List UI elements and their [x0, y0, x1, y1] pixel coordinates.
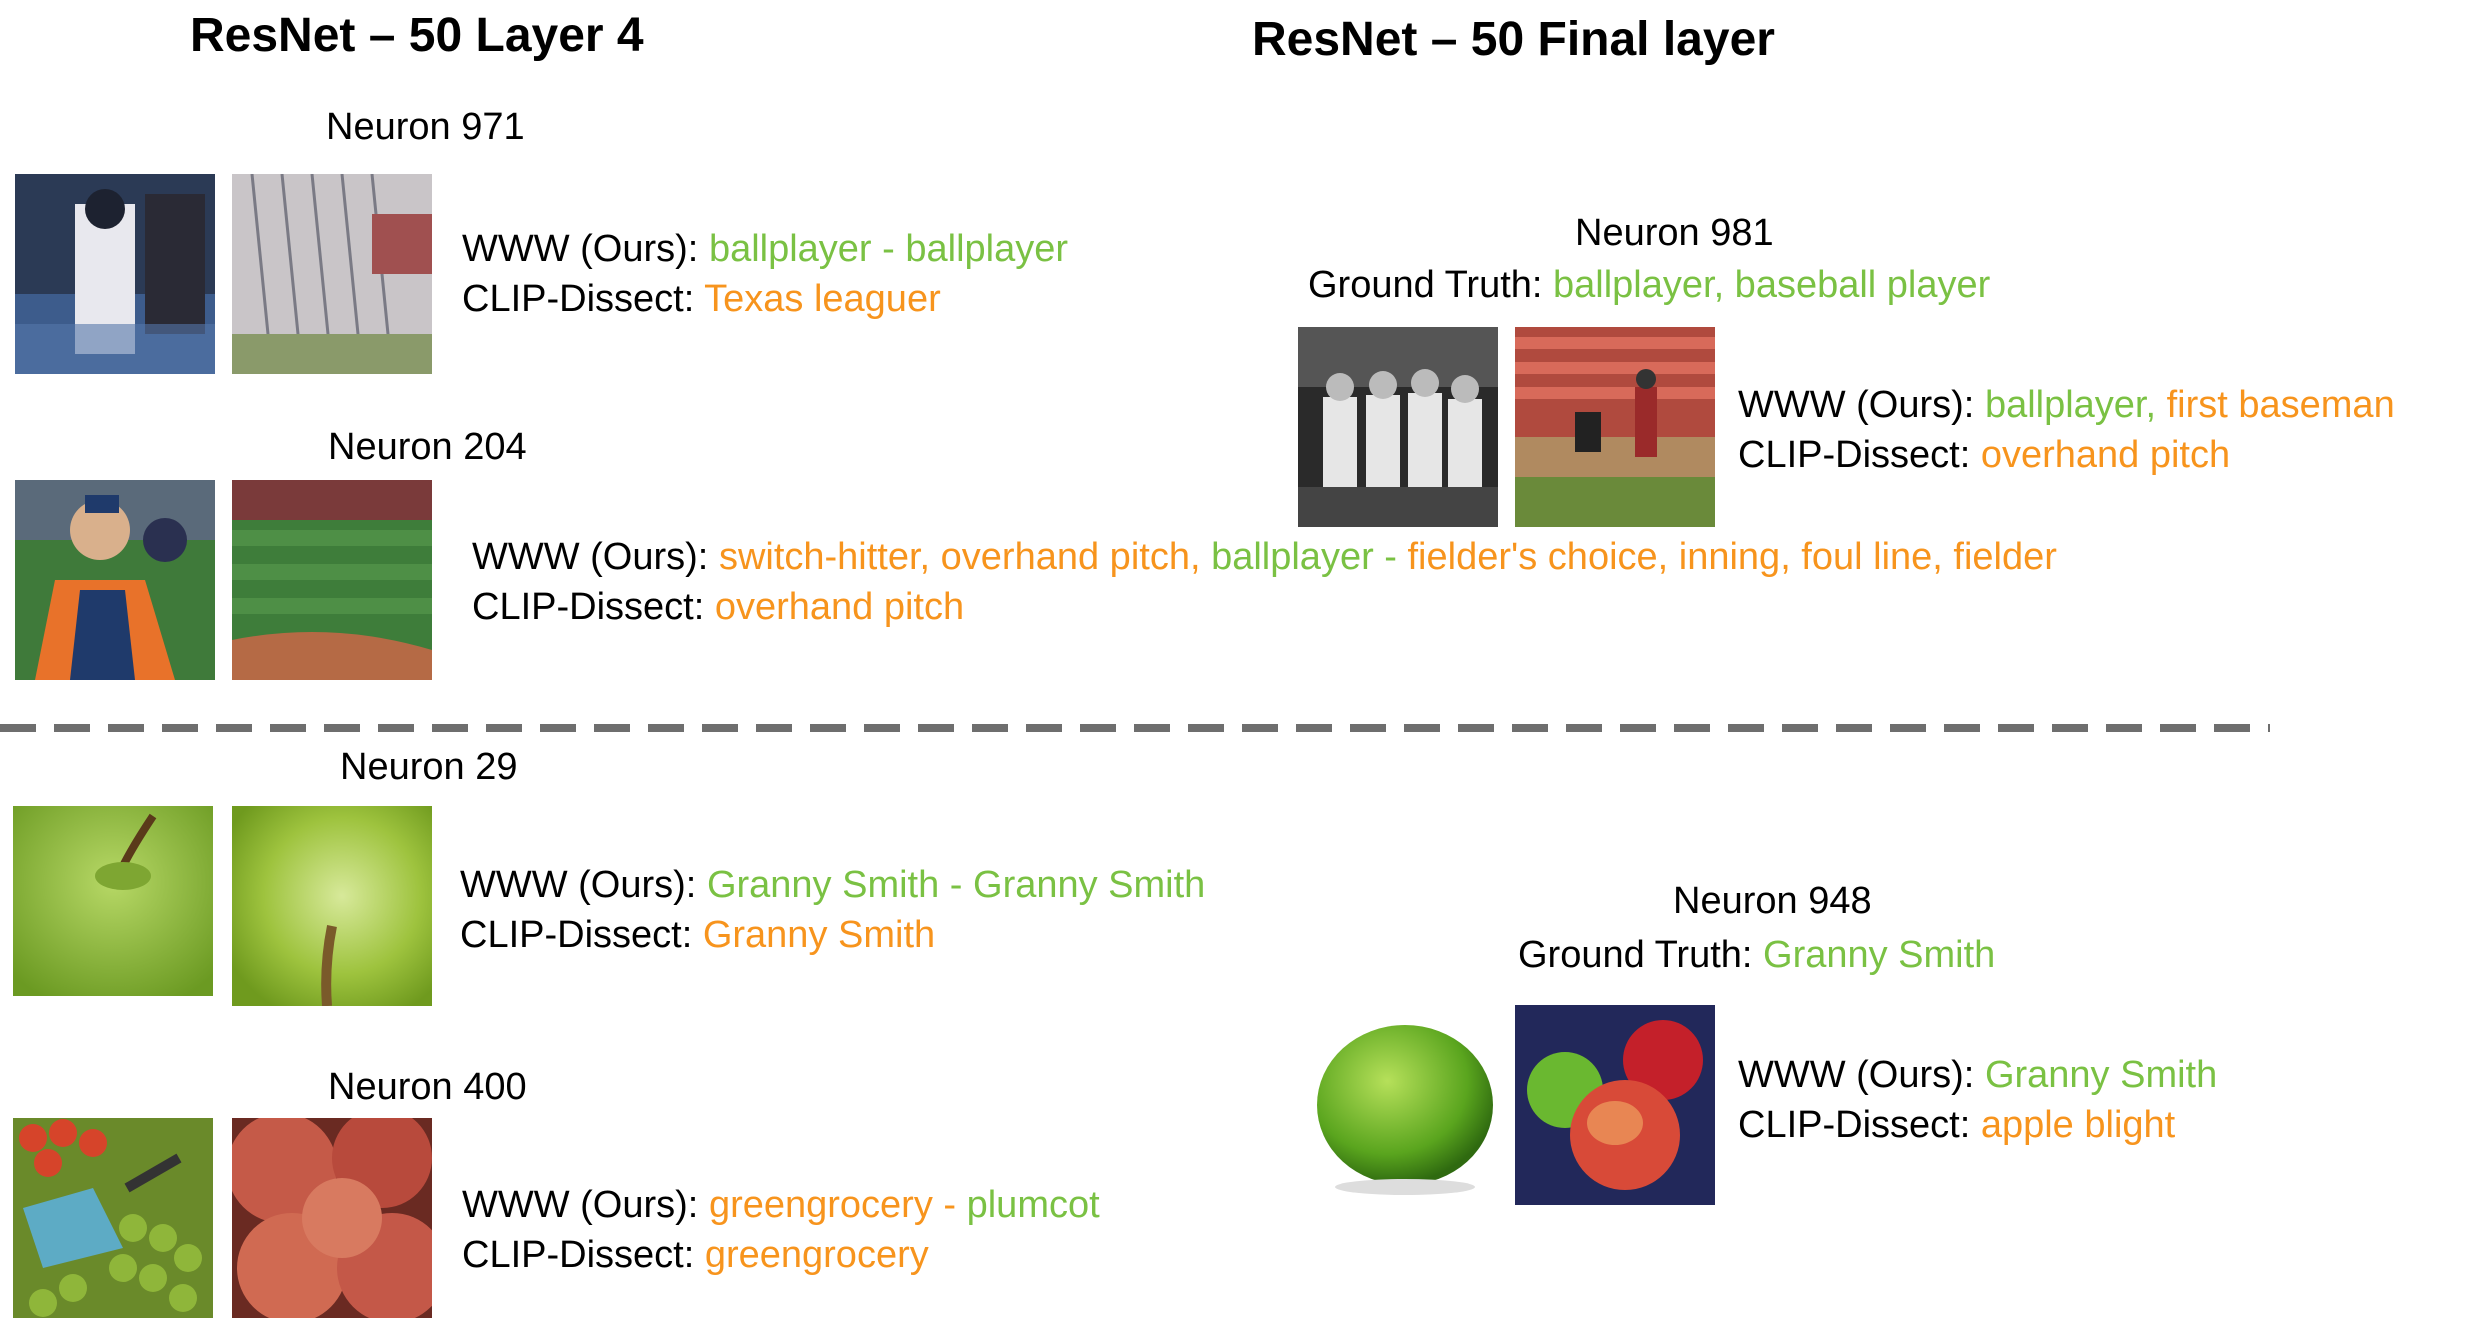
neuron-400-clip-text: greengrocery: [704, 1234, 929, 1276]
neuron-981-ground-truth-text: ballplayer, baseball player: [1553, 264, 1991, 306]
neuron-948-clip: CLIP-Dissect: apple blight: [1738, 1100, 2175, 1150]
neuron-948-image-2: [1515, 1005, 1715, 1205]
neuron-29-www-text: Granny Smith - Granny Smith: [706, 864, 1206, 906]
neuron-948-ground-truth-text: Granny Smith: [1763, 934, 1996, 976]
neuron-29-clip-text: Granny Smith: [702, 914, 936, 956]
heading-layer4: ResNet – 50 Layer 4: [190, 9, 644, 62]
neuron-400-clip: CLIP-Dissect: greengrocery: [462, 1230, 929, 1280]
neuron-981-image-2: [1515, 327, 1715, 527]
neuron-948-clip-text: apple blight: [1980, 1104, 2176, 1146]
neuron-400-image-1: [13, 1118, 213, 1318]
ground-truth-label: Ground Truth:: [1518, 934, 1764, 976]
neuron-981-www-text-1: ballplayer,: [1984, 384, 2167, 426]
clip-label: CLIP-Dissect:: [462, 1234, 705, 1276]
neuron-204-www-text-2: ballplayer -: [1211, 536, 1408, 578]
neuron-204-image-2: [232, 480, 432, 680]
neuron-981-title: Neuron 981: [1575, 212, 1774, 254]
neuron-971-clip: CLIP-Dissect: Texas leaguer: [462, 274, 941, 324]
neuron-204-www: WWW (Ours): switch-hitter, overhand pitc…: [472, 532, 2057, 582]
neuron-29-clip: CLIP-Dissect: Granny Smith: [460, 910, 935, 960]
neuron-948-www-text: Granny Smith: [1984, 1054, 2218, 1096]
neuron-971-image-1: [15, 174, 215, 374]
neuron-971-title: Neuron 971: [326, 106, 525, 148]
neuron-400-www: WWW (Ours): greengrocery - plumcot: [462, 1180, 1100, 1230]
neuron-204-www-text-3: fielder's choice, inning, foul line, fie…: [1407, 536, 2057, 578]
neuron-400-image-2: [232, 1118, 432, 1318]
neuron-948-image-1: [1305, 1005, 1505, 1205]
clip-label: CLIP-Dissect:: [462, 278, 705, 320]
clip-label: CLIP-Dissect:: [460, 914, 703, 956]
neuron-400-www-text-2: plumcot: [966, 1184, 1100, 1226]
neuron-971-www: WWW (Ours): ballplayer - ballplayer: [462, 224, 1068, 274]
neuron-948-title: Neuron 948: [1673, 880, 1872, 922]
neuron-971-clip-text: Texas leaguer: [704, 278, 941, 320]
www-label: WWW (Ours):: [462, 228, 709, 270]
clip-label: CLIP-Dissect:: [1738, 434, 1981, 476]
neuron-948-ground-truth: Ground Truth: Granny Smith: [1518, 930, 1995, 980]
neuron-29-title: Neuron 29: [340, 746, 518, 788]
neuron-204-image-1: [15, 480, 215, 680]
neuron-204-clip: CLIP-Dissect: overhand pitch: [472, 582, 964, 632]
neuron-204-title: Neuron 204: [328, 426, 527, 468]
neuron-400-title: Neuron 400: [328, 1066, 527, 1108]
www-label: WWW (Ours):: [460, 864, 707, 906]
neuron-29-www: WWW (Ours): Granny Smith - Granny Smith: [460, 860, 1205, 910]
neuron-981-www: WWW (Ours): ballplayer, first baseman: [1738, 380, 2395, 430]
neuron-981-image-1: [1298, 327, 1498, 527]
www-label: WWW (Ours):: [472, 536, 719, 578]
section-divider: [0, 724, 2270, 732]
neuron-29-image-1: [13, 806, 213, 1006]
neuron-204-www-text-1: switch-hitter, overhand pitch,: [718, 536, 1212, 578]
heading-final-layer: ResNet – 50 Final layer: [1252, 13, 1775, 66]
www-label: WWW (Ours):: [1738, 384, 1985, 426]
neuron-204-clip-text: overhand pitch: [714, 586, 965, 628]
neuron-400-www-text-1: greengrocery -: [708, 1184, 967, 1226]
clip-label: CLIP-Dissect:: [472, 586, 715, 628]
www-label: WWW (Ours):: [462, 1184, 709, 1226]
neuron-981-ground-truth: Ground Truth: ballplayer, baseball playe…: [1308, 260, 1990, 310]
neuron-981-www-text-2: first baseman: [2166, 384, 2395, 426]
neuron-948-www: WWW (Ours): Granny Smith: [1738, 1050, 2217, 1100]
neuron-29-image-2: [232, 806, 432, 1006]
clip-label: CLIP-Dissect:: [1738, 1104, 1981, 1146]
neuron-981-clip: CLIP-Dissect: overhand pitch: [1738, 430, 2230, 480]
neuron-981-clip-text: overhand pitch: [1980, 434, 2231, 476]
ground-truth-label: Ground Truth:: [1308, 264, 1554, 306]
neuron-971-image-2: [232, 174, 432, 374]
neuron-971-www-text: ballplayer - ballplayer: [708, 228, 1069, 270]
www-label: WWW (Ours):: [1738, 1054, 1985, 1096]
